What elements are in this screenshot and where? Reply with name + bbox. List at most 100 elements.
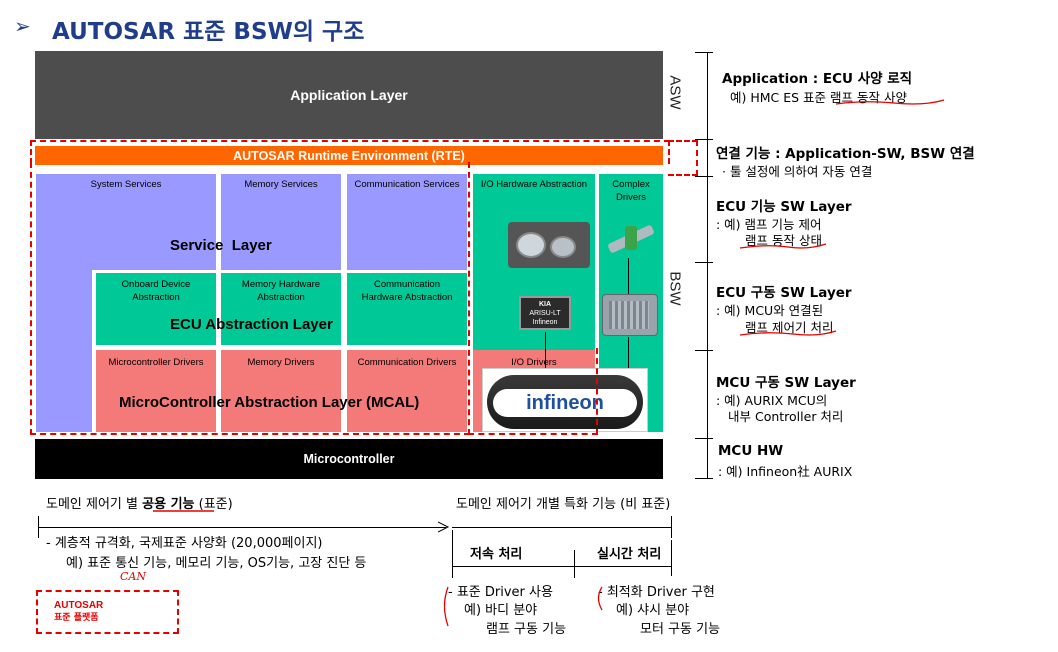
left-item2: 예) 표준 통신 기능, 메모리 기능, OS기능, 고장 진단 등 (66, 556, 367, 571)
comm-hw-abstraction-block (347, 273, 467, 345)
low-bracket-mark (443, 586, 449, 627)
microcontroller-label: Microcontroller (303, 452, 395, 466)
motor-image (602, 294, 658, 336)
left-heading-pre: 도메인 제어기 별 (46, 497, 143, 512)
application-layer-label: Application Layer (290, 87, 408, 103)
rt-item2: 예) 샤시 분야 (616, 603, 690, 618)
ecu-func-desc2: 램프 동작 상태 (745, 233, 822, 248)
left-heading: 도메인 제어기 별 공용 기능 (표준) (46, 493, 233, 512)
low-item2: 예) 바디 분야 (464, 603, 538, 618)
left-item1: - 계층적 규격화, 국제표준 사양화 (20,000페이지) (46, 536, 323, 551)
autosar-bsw-frame (30, 162, 470, 435)
application-underline (835, 99, 945, 105)
right-range-line (452, 527, 672, 528)
processing-range-line (452, 566, 672, 567)
io-drivers-label: I/O Drivers (511, 357, 557, 368)
bsw-label: BSW (666, 271, 684, 306)
right-scale-line (707, 52, 708, 478)
tick-6 (695, 438, 713, 439)
complex-drivers-label: Complex Drivers (612, 179, 650, 203)
page-title: AUTOSAR 표준 BSW의 구조 (52, 19, 365, 45)
tick-3 (695, 176, 713, 177)
autosar-box-line1: AUTOSAR (54, 600, 104, 611)
memory-hw-abstraction-block (221, 273, 341, 345)
ecu-drive-title: ECU 구동 SW Layer (716, 285, 852, 301)
chip-brand: KIA (538, 301, 552, 308)
microcontroller-drivers-block (96, 350, 216, 432)
valve-image (603, 220, 659, 256)
memory-services-label: Memory Services (244, 179, 318, 190)
communication-drivers-block (347, 350, 467, 432)
rt-item1: - 최적화 Driver 구현 (598, 585, 715, 600)
tick-2 (695, 139, 713, 140)
rt-bracket-mark (597, 586, 603, 611)
application-title: Application : ECU 사양 로직 (722, 71, 913, 87)
infineon-logo-image: infineon (482, 368, 648, 432)
left-range-start (38, 516, 39, 538)
left-heading-bold: 공용 기능 (142, 497, 195, 512)
memory-drivers-label: Memory Drivers (247, 357, 315, 368)
chip-line2: Infineon (532, 319, 558, 326)
title-bullet-icon: ➢ (14, 14, 31, 38)
mcal-label: MicroController Abstraction Layer (MCAL) (119, 394, 420, 411)
left-range-line (38, 527, 446, 528)
right-range-end (671, 516, 672, 538)
mcu-drive-title: MCU 구동 SW Layer (716, 375, 856, 391)
processing-range-end (671, 540, 672, 576)
application-layer: Application Layer (35, 51, 663, 139)
motor-connector-line (628, 337, 629, 373)
communication-drivers-label: Communication Drivers (357, 357, 457, 368)
ecu-func-title: ECU 기능 SW Layer (716, 199, 852, 215)
headlamp-image (508, 222, 590, 268)
system-services-column (36, 268, 92, 432)
rt-item3: 모터 구동 기능 (640, 622, 721, 637)
processing-range-start (452, 530, 453, 578)
realtime-label: 실시간 처리 (597, 547, 662, 562)
autosar-box-line2: 표준 플랫폼 (54, 613, 99, 623)
rte-label: AUTOSAR Runtime Environment (RTE) (233, 148, 465, 163)
autosar-standard-platform-box: AUTOSAR 표준 플랫폼 (36, 590, 179, 634)
ecu-drive-desc1: : 예) MCU와 연결된 (716, 303, 824, 318)
connect-desc: · 툴 설정에 의하여 자동 연결 (722, 164, 873, 179)
low-item1: - 표준 Driver 사용 (448, 585, 553, 600)
memory-services-block (221, 174, 341, 270)
left-heading-post: (표준) (194, 497, 233, 512)
system-services-label: System Services (90, 179, 162, 190)
mcu-hw-title: MCU HW (718, 443, 784, 459)
tick-1 (695, 52, 713, 53)
mcu-drive-desc1: : 예) AURIX MCU의 (716, 393, 828, 408)
low-item3: 램프 구동 기능 (486, 622, 567, 637)
comm-hw-abstraction-label: Communication Hardware Abstraction (361, 279, 453, 303)
autosar-standard-frame (30, 140, 670, 164)
microcontroller-bar: Microcontroller (35, 439, 663, 479)
io-hw-abstraction-label: I/O Hardware Abstraction (480, 179, 588, 190)
rte-side-frame (668, 140, 698, 176)
rte-bar: AUTOSAR Runtime Environment (RTE) (35, 146, 663, 165)
left-heading-underline (153, 510, 214, 512)
asw-label: ASW (666, 75, 684, 110)
mcu-hw-desc: : 예) Infineon社 AURIX (718, 464, 853, 479)
ecu-abstraction-layer-label: ECU Abstraction Layer (170, 316, 333, 333)
kia-chip-image: KIA ARISU-LT Infineon (519, 296, 571, 330)
valve-connector-line (628, 258, 629, 294)
microcontroller-drivers-label: Microcontroller Drivers (108, 357, 204, 368)
ecu-drive-desc2: 램프 제어기 처리 (745, 320, 834, 335)
memory-drivers-block (221, 350, 341, 432)
processing-range-divider (574, 550, 575, 578)
connect-title: 연결 기능 : Application-SW, BSW 연결 (716, 146, 975, 162)
onboard-device-abstraction-block (96, 273, 216, 345)
onboard-device-abstraction-label: Onboard Device Abstraction (121, 279, 191, 303)
memory-hw-abstraction-label: Memory Hardware Abstraction (241, 279, 321, 303)
communication-services-block (347, 174, 467, 270)
ecu-func-desc1: : 예) 램프 기능 제어 (716, 217, 822, 232)
low-speed-label: 저속 처리 (470, 547, 523, 562)
right-heading: 도메인 제어기 개별 특화 기능 (비 표준) (456, 497, 671, 512)
system-services-block (36, 174, 216, 270)
tick-4 (695, 262, 713, 263)
communication-services-label: Communication Services (354, 179, 460, 190)
left-arrow-head-icon (438, 521, 450, 533)
service-layer-label: Service Layer (170, 237, 272, 254)
io-drivers-frame (468, 348, 598, 435)
chip-line1: ARISU-LT (529, 310, 561, 317)
handwritten-can: CAN (120, 570, 146, 583)
